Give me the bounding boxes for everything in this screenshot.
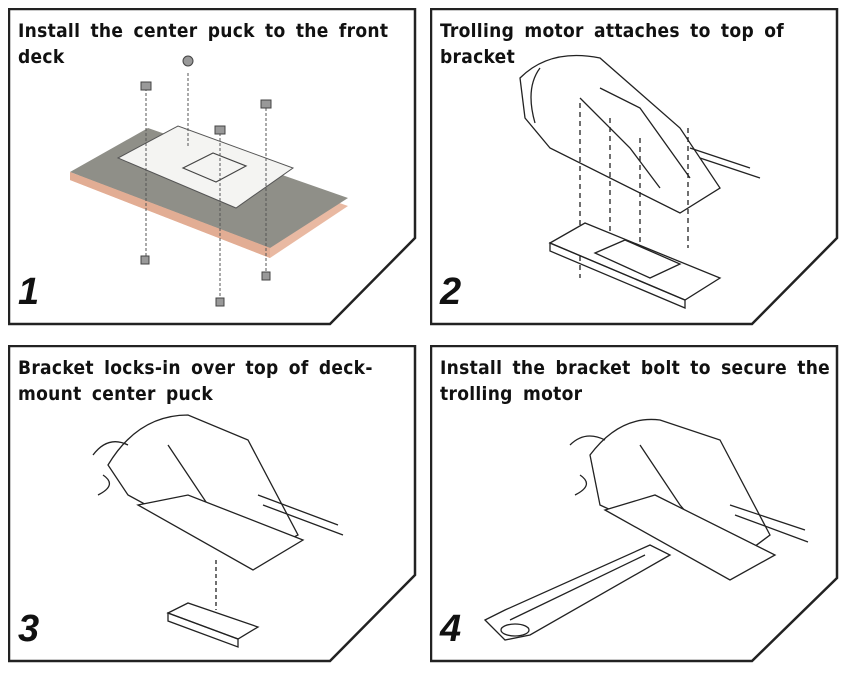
- step-panel-1: Install the center puck to the front dec…: [8, 8, 418, 326]
- bracket-lock-illustration: [92, 414, 344, 648]
- step-panel-2: Trolling motor attaches to top of bracke…: [430, 8, 840, 326]
- step-panel-3: Bracket locks-in over top of deck-mount …: [8, 345, 418, 663]
- step-number: 2: [440, 271, 462, 313]
- step-caption: Bracket locks-in over top of deck-mount …: [18, 357, 373, 405]
- step-panel-4: Install the bracket bolt to secure the t…: [430, 345, 840, 663]
- step-number: 1: [18, 271, 40, 313]
- step-caption: Install the center puck to the front dec…: [18, 20, 389, 68]
- motor-bracket-illustration: [519, 54, 761, 309]
- step-caption: Install the bracket bolt to secure the t…: [440, 357, 831, 405]
- step-number: 4: [440, 608, 462, 650]
- center-puck-deck-illustration: [70, 55, 348, 308]
- step-number: 3: [18, 608, 40, 650]
- step-caption: Trolling motor attaches to top of bracke…: [440, 20, 785, 68]
- bracket-bolt-illustration: [483, 418, 809, 641]
